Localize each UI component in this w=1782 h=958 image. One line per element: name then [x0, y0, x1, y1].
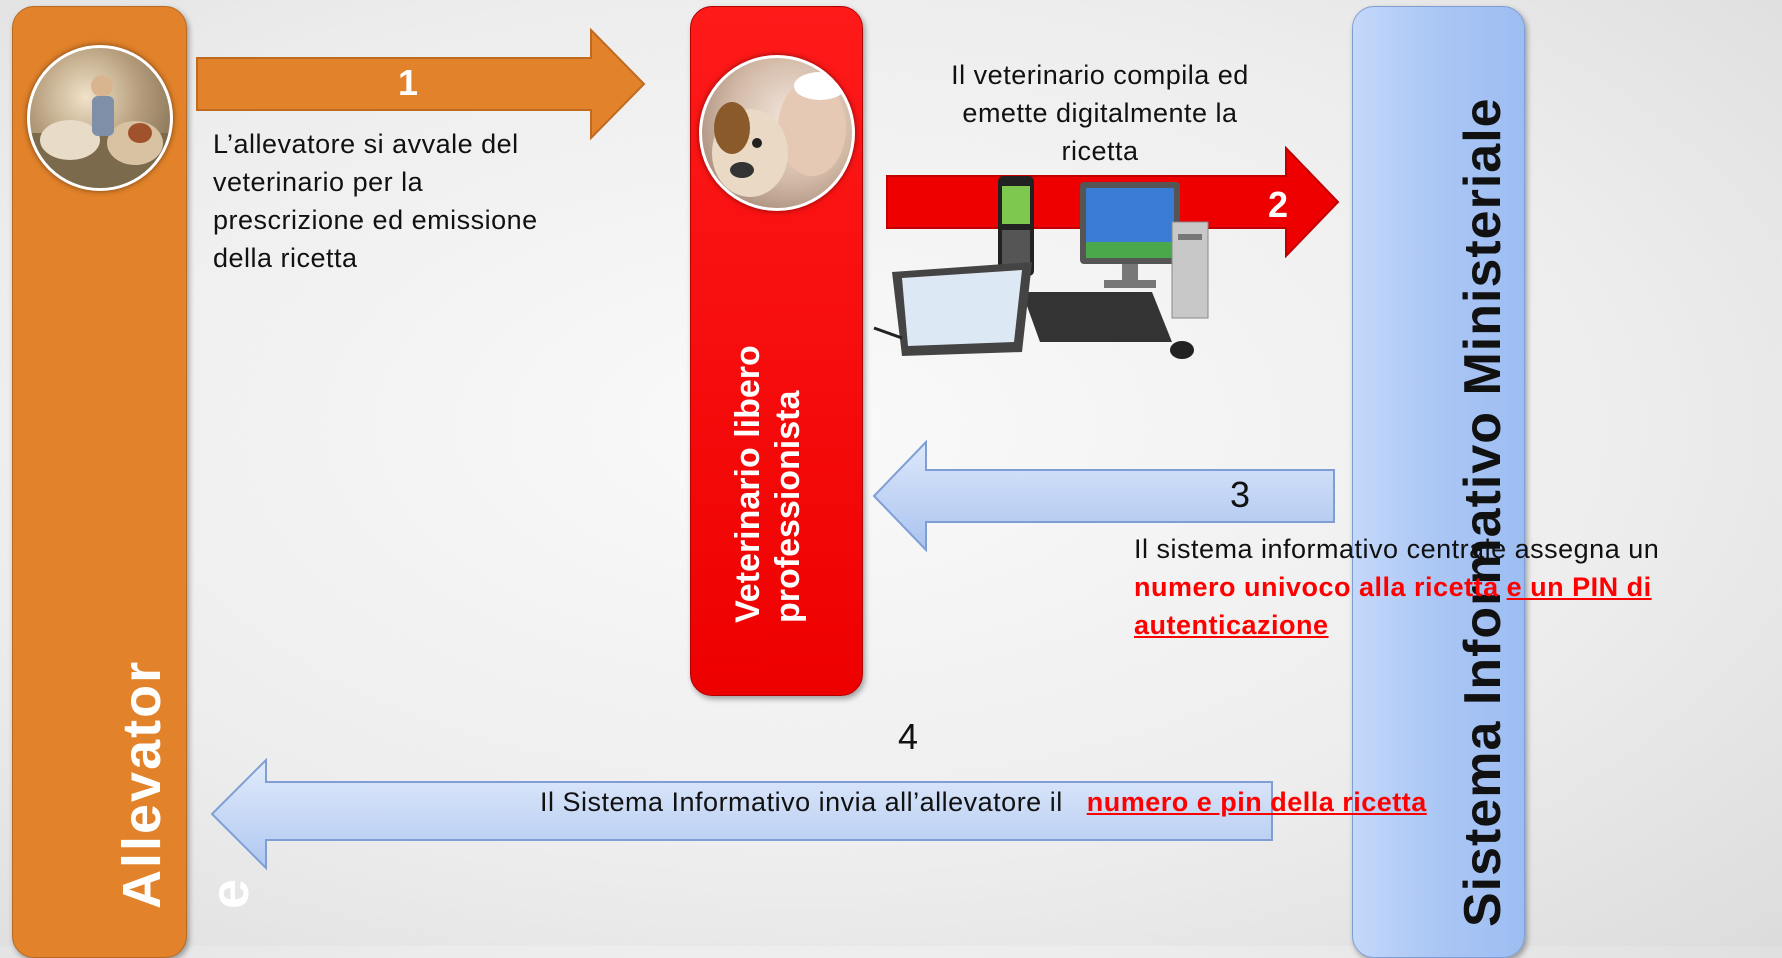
step2-number: 2 — [1268, 184, 1289, 225]
allevatore-column: Allevator e — [12, 6, 260, 958]
veterinario-label-line1: Veterinario libero — [729, 345, 767, 623]
allevatore-label: Allevator — [112, 659, 172, 909]
sistema-column: Sistema Informativo Ministeriale — [1352, 6, 1525, 958]
arrow-step4 — [210, 758, 1273, 870]
step1-number: 1 — [398, 62, 419, 103]
step2-text: Il veterinario compila ed emette digital… — [951, 60, 1249, 166]
vet-dog-photo — [699, 55, 855, 211]
arrow-step1 — [196, 28, 646, 140]
step4-number: 4 — [898, 716, 919, 757]
veterinario-label-line2: professionista — [769, 390, 807, 623]
step4-text: Il Sistema Informativo invia all’allevat… — [540, 787, 1427, 817]
sistema-label: Sistema Informativo Ministeriale — [1454, 97, 1512, 927]
veterinario-column: Veterinario libero professionista — [690, 6, 863, 696]
devices-illustration — [873, 176, 1209, 359]
farmer-photo — [27, 45, 173, 191]
step3-text: Il sistema informativo centrale assegna … — [1134, 534, 1660, 640]
allevatore-label-tail: e — [200, 878, 260, 909]
step3-number: 3 — [1230, 474, 1251, 515]
arrow-step3 — [872, 440, 1335, 552]
step1-text: L’allevatore si avvale del veterinario p… — [213, 129, 538, 273]
